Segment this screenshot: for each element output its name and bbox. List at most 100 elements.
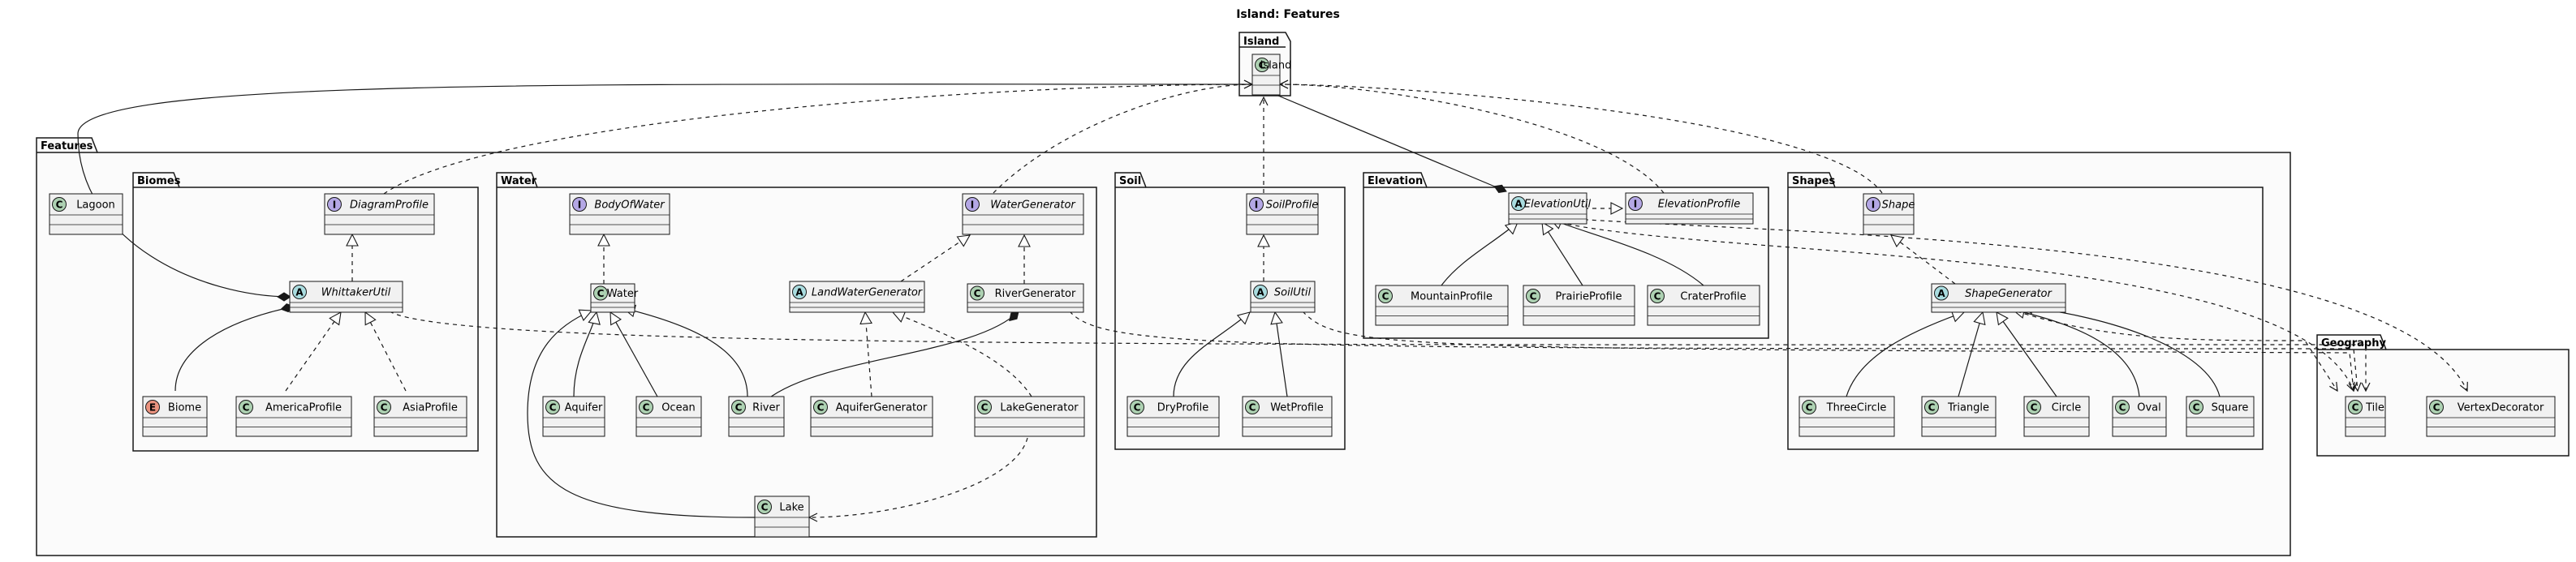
class-box-vertex-decorator: C VertexDecorator xyxy=(2426,396,2556,437)
class-box-frame xyxy=(962,193,1084,235)
package-water: Water xyxy=(496,172,1097,538)
edge-threecircle-shapegenerator xyxy=(1846,312,1964,397)
badge-letter: C xyxy=(1928,401,1936,413)
class-name-prairie-profile: PrairieProfile xyxy=(1556,291,1622,303)
abstract-badge-icon xyxy=(1934,285,1949,301)
package-label-soil: Soil xyxy=(1119,175,1141,187)
badge-letter: A xyxy=(295,286,304,298)
class-box-frame xyxy=(569,193,670,235)
class-name-aquifer: Aquifer xyxy=(565,402,603,414)
package-soil: Soil xyxy=(1114,172,1346,450)
edge-watergenerator-island xyxy=(993,84,1252,194)
class-name-lake-generator: LakeGenerator xyxy=(1000,402,1079,414)
interface-badge-icon xyxy=(572,197,587,212)
class-badge-icon xyxy=(2027,400,2041,414)
class-badge-icon xyxy=(1245,400,1260,414)
class-badge-icon xyxy=(1255,58,1269,72)
edge-shape-island xyxy=(1280,84,1883,194)
class-name-america-profile: AmericaProfile xyxy=(265,402,342,414)
class-badge-icon xyxy=(970,285,984,301)
edge-shapegenerator-shape xyxy=(1891,235,1956,285)
class-name-ocean: Ocean xyxy=(661,402,696,414)
edge-rivergenerator-tile xyxy=(1069,311,2358,391)
abstract-badge-icon xyxy=(1253,285,1268,299)
diagram-title: Island: Features xyxy=(1236,8,1340,21)
class-name-diagram-profile: DiagramProfile xyxy=(350,199,429,212)
edge-landwatergenerator-watergenerator xyxy=(900,235,970,282)
class-box-frame xyxy=(2426,396,2556,437)
badge-letter: A xyxy=(795,286,803,298)
interface-badge-icon xyxy=(965,197,980,212)
class-name-vertex-decorator: VertexDecorator xyxy=(2458,402,2544,414)
abstract-badge-icon xyxy=(792,285,807,299)
class-name-island: Island xyxy=(1260,60,1292,72)
class-box-wet-profile: C WetProfile xyxy=(1242,396,1333,437)
class-badge-icon xyxy=(1802,400,1816,414)
class-name-river-generator: RiverGenerator xyxy=(995,288,1076,300)
badge-letter: C xyxy=(1654,290,1661,302)
class-badge-icon xyxy=(639,400,653,414)
badge-letter: A xyxy=(1256,286,1264,298)
class-badge-icon xyxy=(1526,289,1540,303)
class-name-elevation-util: ElevationUtil xyxy=(1524,199,1592,211)
badge-letter: C xyxy=(56,199,63,210)
class-name-oval: Oval xyxy=(2137,402,2161,414)
badge-letter: C xyxy=(1249,401,1256,413)
edge-aquifergenerator-landwatergenerator xyxy=(865,312,872,397)
badge-letter: E xyxy=(149,401,156,413)
class-box-frame xyxy=(1375,285,1509,326)
edge-dryprofile-soilutil xyxy=(1173,312,1250,397)
class-name-tile: Tile xyxy=(2365,402,2384,414)
badge-letter: C xyxy=(735,401,743,413)
abstract-badge-icon xyxy=(1511,196,1526,211)
class-name-soil-profile: SoilProfile xyxy=(1266,199,1319,212)
package-label-biomes: Biomes xyxy=(137,175,181,187)
edge-river-rivergenerator xyxy=(761,311,1019,405)
edge-island-elevationutil xyxy=(1277,95,1507,194)
edge-prairieprofile-elevationutil xyxy=(1542,222,1583,286)
badge-letter: C xyxy=(2433,401,2440,413)
class-badge-icon xyxy=(593,285,608,301)
badge-letter: I xyxy=(333,199,336,210)
class-name-shape-generator: ShapeGenerator xyxy=(1965,288,2053,300)
class-badge-icon xyxy=(1130,400,1144,414)
badge-letter: I xyxy=(1634,198,1637,209)
class-name-wet-profile: WetProfile xyxy=(1270,402,1324,414)
class-box-lake-generator: C LakeGenerator xyxy=(974,396,1085,437)
badge-letter: C xyxy=(2031,401,2038,413)
package-label-island: Island xyxy=(1243,36,1279,48)
badge-letter: C xyxy=(2193,401,2200,413)
badge-letter: I xyxy=(578,199,581,210)
class-box-diagram-profile: I DiagramProfile xyxy=(324,193,435,235)
edge-soilutil-tile xyxy=(1302,311,2354,391)
class-name-aquifer-generator: AquiferGenerator xyxy=(836,402,928,414)
class-name-soil-util: SoilUtil xyxy=(1274,287,1312,299)
class-badge-icon xyxy=(52,197,67,212)
class-badge-icon xyxy=(545,400,560,414)
edge-island-whittakerutil xyxy=(77,84,1253,302)
edge-wetprofile-soilutil xyxy=(1275,312,1288,397)
edge-elevationutil-vertexdecorator xyxy=(1551,217,2467,391)
package-geography: Geography xyxy=(2316,334,2570,457)
class-name-body-of-water: BodyOfWater xyxy=(594,199,666,212)
class-box-soil-util: A SoilUtil xyxy=(1250,281,1316,313)
edge-oval-shapegenerator xyxy=(2013,310,2140,397)
class-badge-icon xyxy=(757,500,772,514)
edge-craterprofile-elevationutil xyxy=(1550,219,1704,286)
badge-letter: C xyxy=(981,401,989,413)
